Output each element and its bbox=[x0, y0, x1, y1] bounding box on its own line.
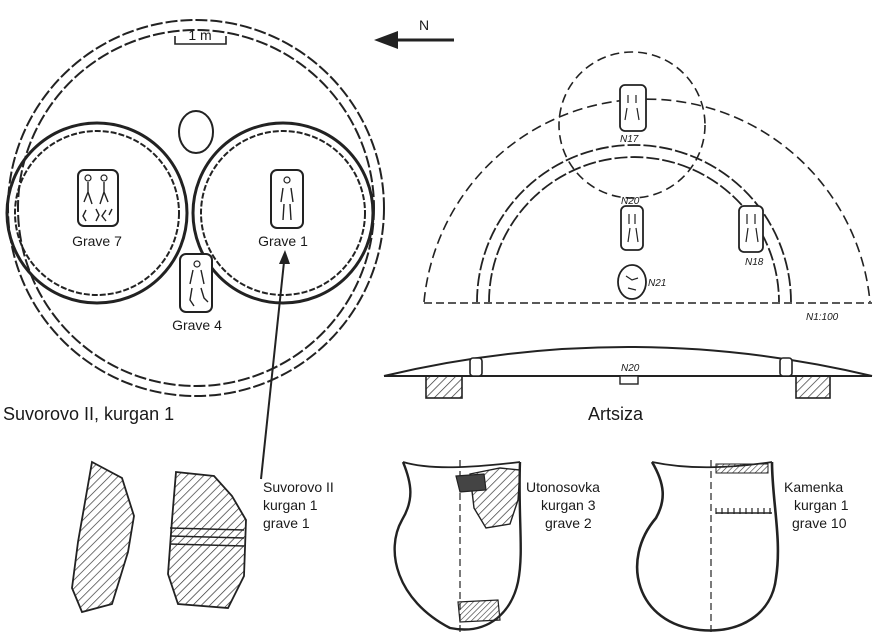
svg-text:kurgan 3: kurgan 3 bbox=[541, 497, 596, 513]
suvorovo-plan: Grave 7 Grave 1 Grave 4 1 m bbox=[5, 19, 385, 397]
suvorovo-caption: Suvorovo II, kurgan 1 bbox=[3, 404, 174, 424]
grave-n20-pit bbox=[620, 205, 644, 251]
section-n20-label: N20 bbox=[621, 363, 640, 374]
scale-bar: 1 m bbox=[174, 27, 227, 45]
find-suvorovo-label: Suvorovo II kurgan 1 grave 1 bbox=[263, 479, 334, 531]
sherd-1 bbox=[71, 460, 135, 614]
sherd-2 bbox=[167, 471, 247, 609]
find-kamenka-label: Kamenka kurgan 1 grave 10 bbox=[784, 479, 849, 531]
svg-text:kurgan 1: kurgan 1 bbox=[263, 497, 318, 513]
leader-arrow bbox=[260, 250, 290, 480]
left-ring bbox=[5, 121, 189, 305]
grave-n21-pit bbox=[617, 264, 647, 300]
mound-profile bbox=[383, 346, 873, 377]
artsiza-ditch-outer bbox=[476, 144, 792, 303]
grave-7-label: Grave 7 bbox=[72, 233, 122, 249]
artsiza-outer-mound bbox=[423, 98, 871, 303]
grave-4-pit bbox=[179, 253, 213, 313]
section-burial bbox=[619, 375, 639, 385]
right-ring-inner bbox=[200, 130, 366, 296]
svg-text:Utonosovka: Utonosovka bbox=[526, 479, 600, 495]
central-pit bbox=[178, 110, 214, 154]
grave-n17-pit bbox=[619, 84, 647, 132]
grave-7-pit bbox=[77, 169, 119, 227]
n17-mound bbox=[558, 51, 706, 199]
kamenka-vessel bbox=[635, 460, 780, 632]
svg-text:kurgan 1: kurgan 1 bbox=[794, 497, 849, 513]
artsiza-plan: N17 N20 N18 N21 N1:100 bbox=[423, 51, 872, 323]
artsiza-scale-note: N1:100 bbox=[806, 312, 839, 323]
grave-1-label: Grave 1 bbox=[258, 233, 308, 249]
ditch-left bbox=[425, 375, 463, 399]
artsiza-caption: Artsiza bbox=[588, 404, 644, 424]
svg-text:grave 1: grave 1 bbox=[263, 515, 310, 531]
svg-text:grave 10: grave 10 bbox=[792, 515, 847, 531]
grave-4-label: Grave 4 bbox=[172, 317, 222, 333]
grave-1-pit bbox=[270, 169, 304, 229]
grave-n18-label: N18 bbox=[745, 257, 764, 268]
post-right bbox=[779, 357, 793, 377]
left-ring-inner bbox=[14, 130, 180, 296]
svg-text:1 m: 1 m bbox=[188, 27, 211, 43]
north-arrow: N bbox=[374, 17, 454, 49]
grave-n17-label: N17 bbox=[620, 134, 639, 145]
grave-n20-label: N20 bbox=[621, 196, 640, 207]
outer-ring-outer bbox=[7, 19, 385, 397]
right-ring bbox=[191, 121, 375, 305]
svg-text:grave 2: grave 2 bbox=[545, 515, 592, 531]
svg-text:Suvorovo II: Suvorovo II bbox=[263, 479, 334, 495]
utonosovka-vessel bbox=[393, 460, 522, 632]
svg-text:Kamenka: Kamenka bbox=[784, 479, 843, 495]
ditch-right bbox=[795, 375, 831, 399]
post-left bbox=[469, 357, 483, 377]
grave-n21-label: N21 bbox=[648, 278, 666, 289]
svg-text:N: N bbox=[419, 17, 429, 33]
grave-n18-pit bbox=[738, 205, 764, 253]
artsiza-section: N20 bbox=[383, 346, 873, 399]
find-utonosovka-label: Utonosovka kurgan 3 grave 2 bbox=[526, 479, 600, 531]
